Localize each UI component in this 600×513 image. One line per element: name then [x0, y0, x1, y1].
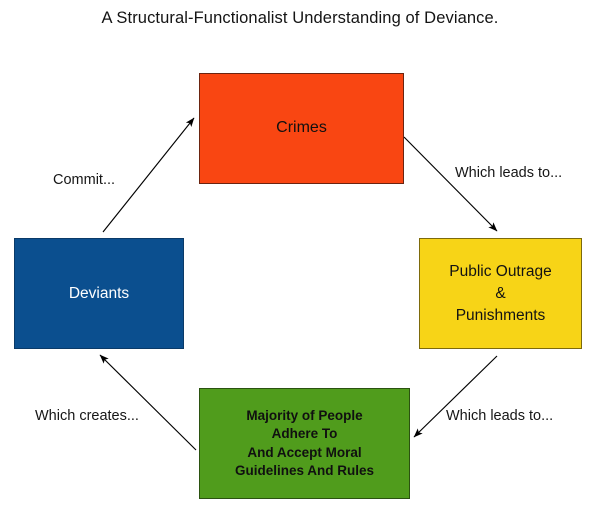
edge-label-which-leads-to-majority: Which leads to...	[446, 408, 554, 424]
node-majority-of-people[interactable]: Majority of People Adhere To And Accept …	[199, 388, 410, 499]
node-deviants-label: Deviants	[68, 284, 130, 302]
edge-majority-to-deviants	[99, 354, 197, 451]
node-deviants[interactable]: Deviants	[14, 238, 184, 349]
diagram-title: A Structural-Functionalist Understanding…	[101, 9, 499, 27]
node-crimes-label: Crimes	[276, 119, 327, 137]
edge-deviants-to-crimes	[102, 117, 195, 233]
edge-outrage-to-majority	[413, 355, 498, 438]
node-public-outrage-punishments[interactable]: Public Outrage & Punishments	[419, 238, 582, 349]
edge-label-which-creates: Which creates...	[35, 408, 139, 424]
edge-label-commit: Commit...	[53, 172, 116, 188]
node-crimes[interactable]: Crimes	[199, 73, 404, 184]
node-majority-of-people-label: Majority of People Adhere To And Accept …	[234, 408, 375, 478]
edge-crimes-to-outrage	[403, 136, 498, 232]
edge-label-which-leads-to-outrage: Which leads to...	[455, 165, 563, 181]
node-public-outrage-punishments-label: Public Outrage & Punishments	[449, 262, 552, 324]
